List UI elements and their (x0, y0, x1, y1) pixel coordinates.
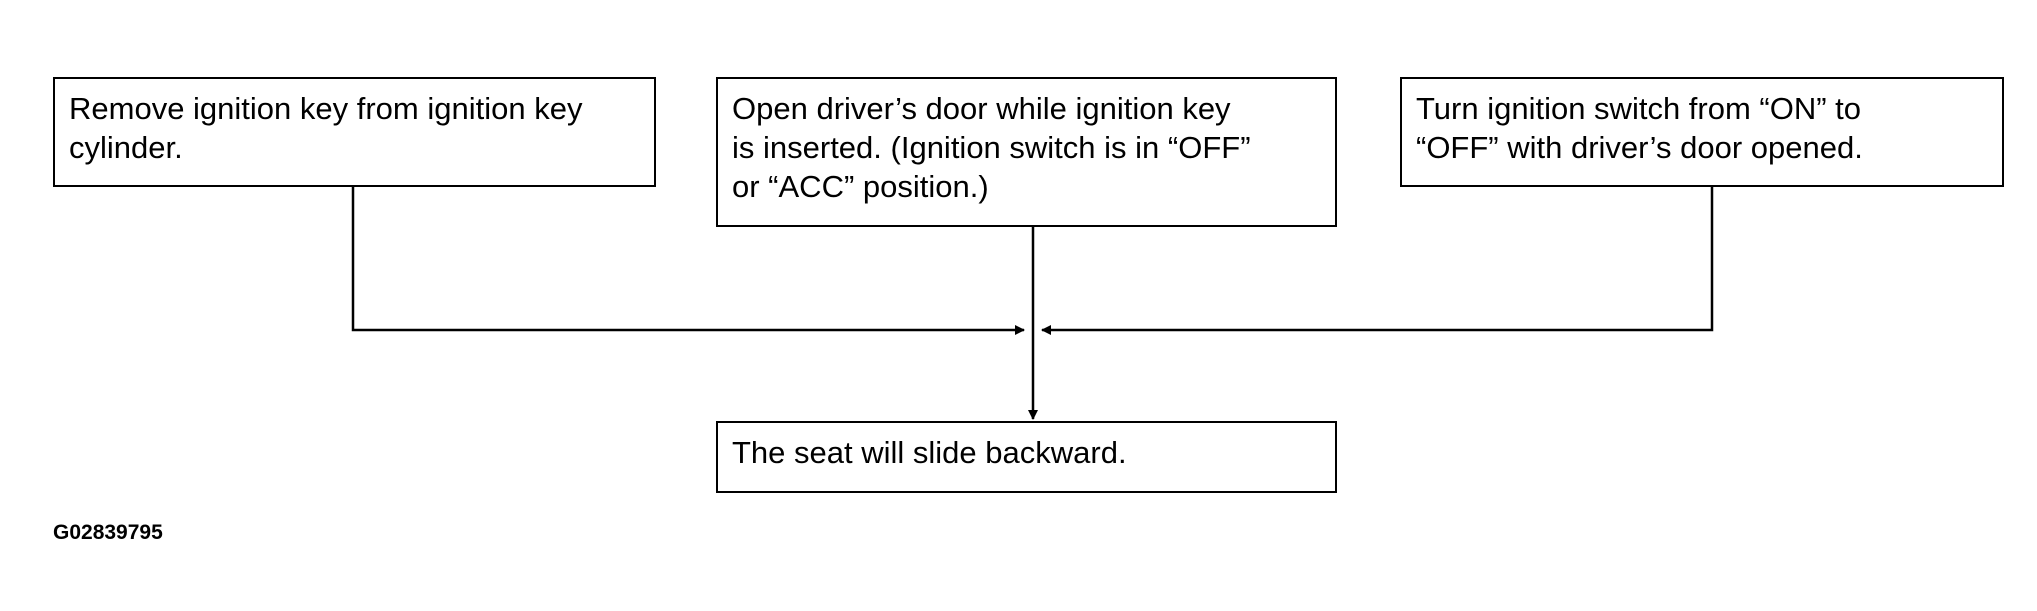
condition-box-remove-key: Remove ignition key from ignition key cy… (53, 77, 656, 187)
condition-box-open-door: Open driver’s door while ignition key is… (716, 77, 1337, 227)
connector-left (351, 187, 1025, 335)
result-box: The seat will slide backward. (716, 421, 1337, 493)
figure-id: G02839795 (53, 521, 163, 544)
condition-box-turn-switch: Turn ignition switch from “ON” to “OFF” … (1400, 77, 2004, 187)
connector-right (1041, 187, 1714, 335)
